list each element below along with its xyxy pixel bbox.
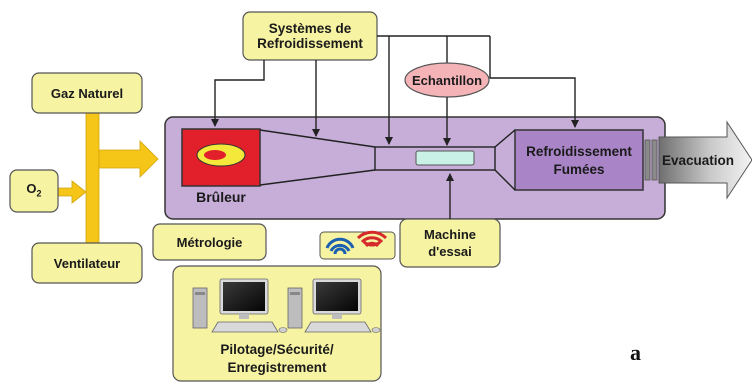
figure-letter: a (630, 340, 641, 365)
nozzle-top (259, 129, 376, 148)
cooling-line-to-flue-cooler (489, 36, 579, 128)
metrology-box (152, 223, 267, 261)
evacuation-stripe (644, 139, 651, 181)
oxygen-box (9, 169, 59, 213)
computer-workstation-icon (287, 278, 381, 333)
cooling-line-to-burner (211, 60, 265, 127)
fan-box (31, 242, 143, 284)
oxygen-arrow (57, 180, 87, 204)
supply-vertical-bar (85, 112, 100, 244)
natural-gas-box (31, 72, 143, 114)
supply-arrow-to-chamber (98, 140, 159, 178)
test-section (374, 146, 496, 171)
wireless-signal-icon (319, 230, 396, 260)
nozzle-bottom (259, 169, 376, 186)
specimen (415, 150, 475, 166)
computer-workstation-icon (192, 278, 288, 333)
flue-cooling-block (514, 129, 644, 191)
flame-core-icon (204, 150, 226, 160)
test-machine-box (399, 218, 501, 268)
diffuser-bottom (494, 169, 516, 191)
sample-ellipse (404, 62, 490, 98)
evacuation-stripe (651, 139, 658, 181)
cooling-systems-box (242, 11, 378, 61)
evacuation-arrow (658, 120, 752, 200)
diffuser-top (494, 129, 516, 148)
